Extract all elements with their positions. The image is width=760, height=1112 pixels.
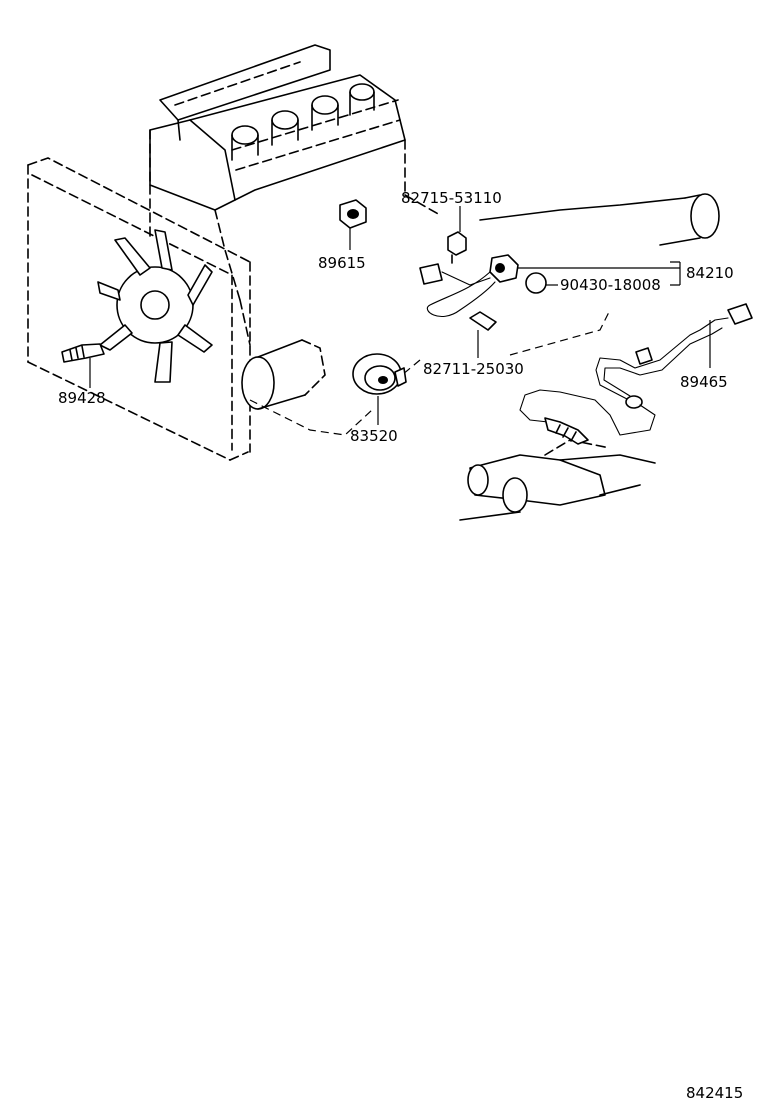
illustration-number: 842415 [686, 1084, 743, 1102]
bracket-84210 [670, 261, 681, 286]
engine-block [149, 44, 441, 346]
intake-tube [479, 193, 720, 246]
label-89465: 89465 [680, 373, 728, 391]
label-83520: 83520 [350, 427, 398, 445]
temperature-sensor-89428 [61, 343, 105, 388]
oil-pressure-sender-83520 [249, 353, 407, 436]
label-82711-25030: 82711-25030 [423, 360, 524, 378]
exhaust-pipe [459, 439, 656, 521]
leader-82711-right [509, 309, 611, 356]
label-89428: 89428 [58, 389, 106, 407]
clip-82715 [447, 206, 467, 264]
cooling-fan [97, 229, 213, 383]
radiator [27, 157, 251, 461]
switch-assy-84210 [419, 254, 680, 317]
clip-82711 [469, 311, 497, 358]
label-84210: 84210 [686, 264, 734, 282]
label-89615: 89615 [318, 254, 366, 272]
label-90430-18008: 90430-18008 [560, 276, 661, 294]
label-82715-53110: 82715-53110 [401, 189, 502, 207]
air-pipe [241, 339, 326, 410]
oil-pressure-switch-89615 [339, 199, 367, 250]
oxygen-sensor-89465 [519, 303, 753, 445]
gasket-90430 [525, 272, 558, 294]
